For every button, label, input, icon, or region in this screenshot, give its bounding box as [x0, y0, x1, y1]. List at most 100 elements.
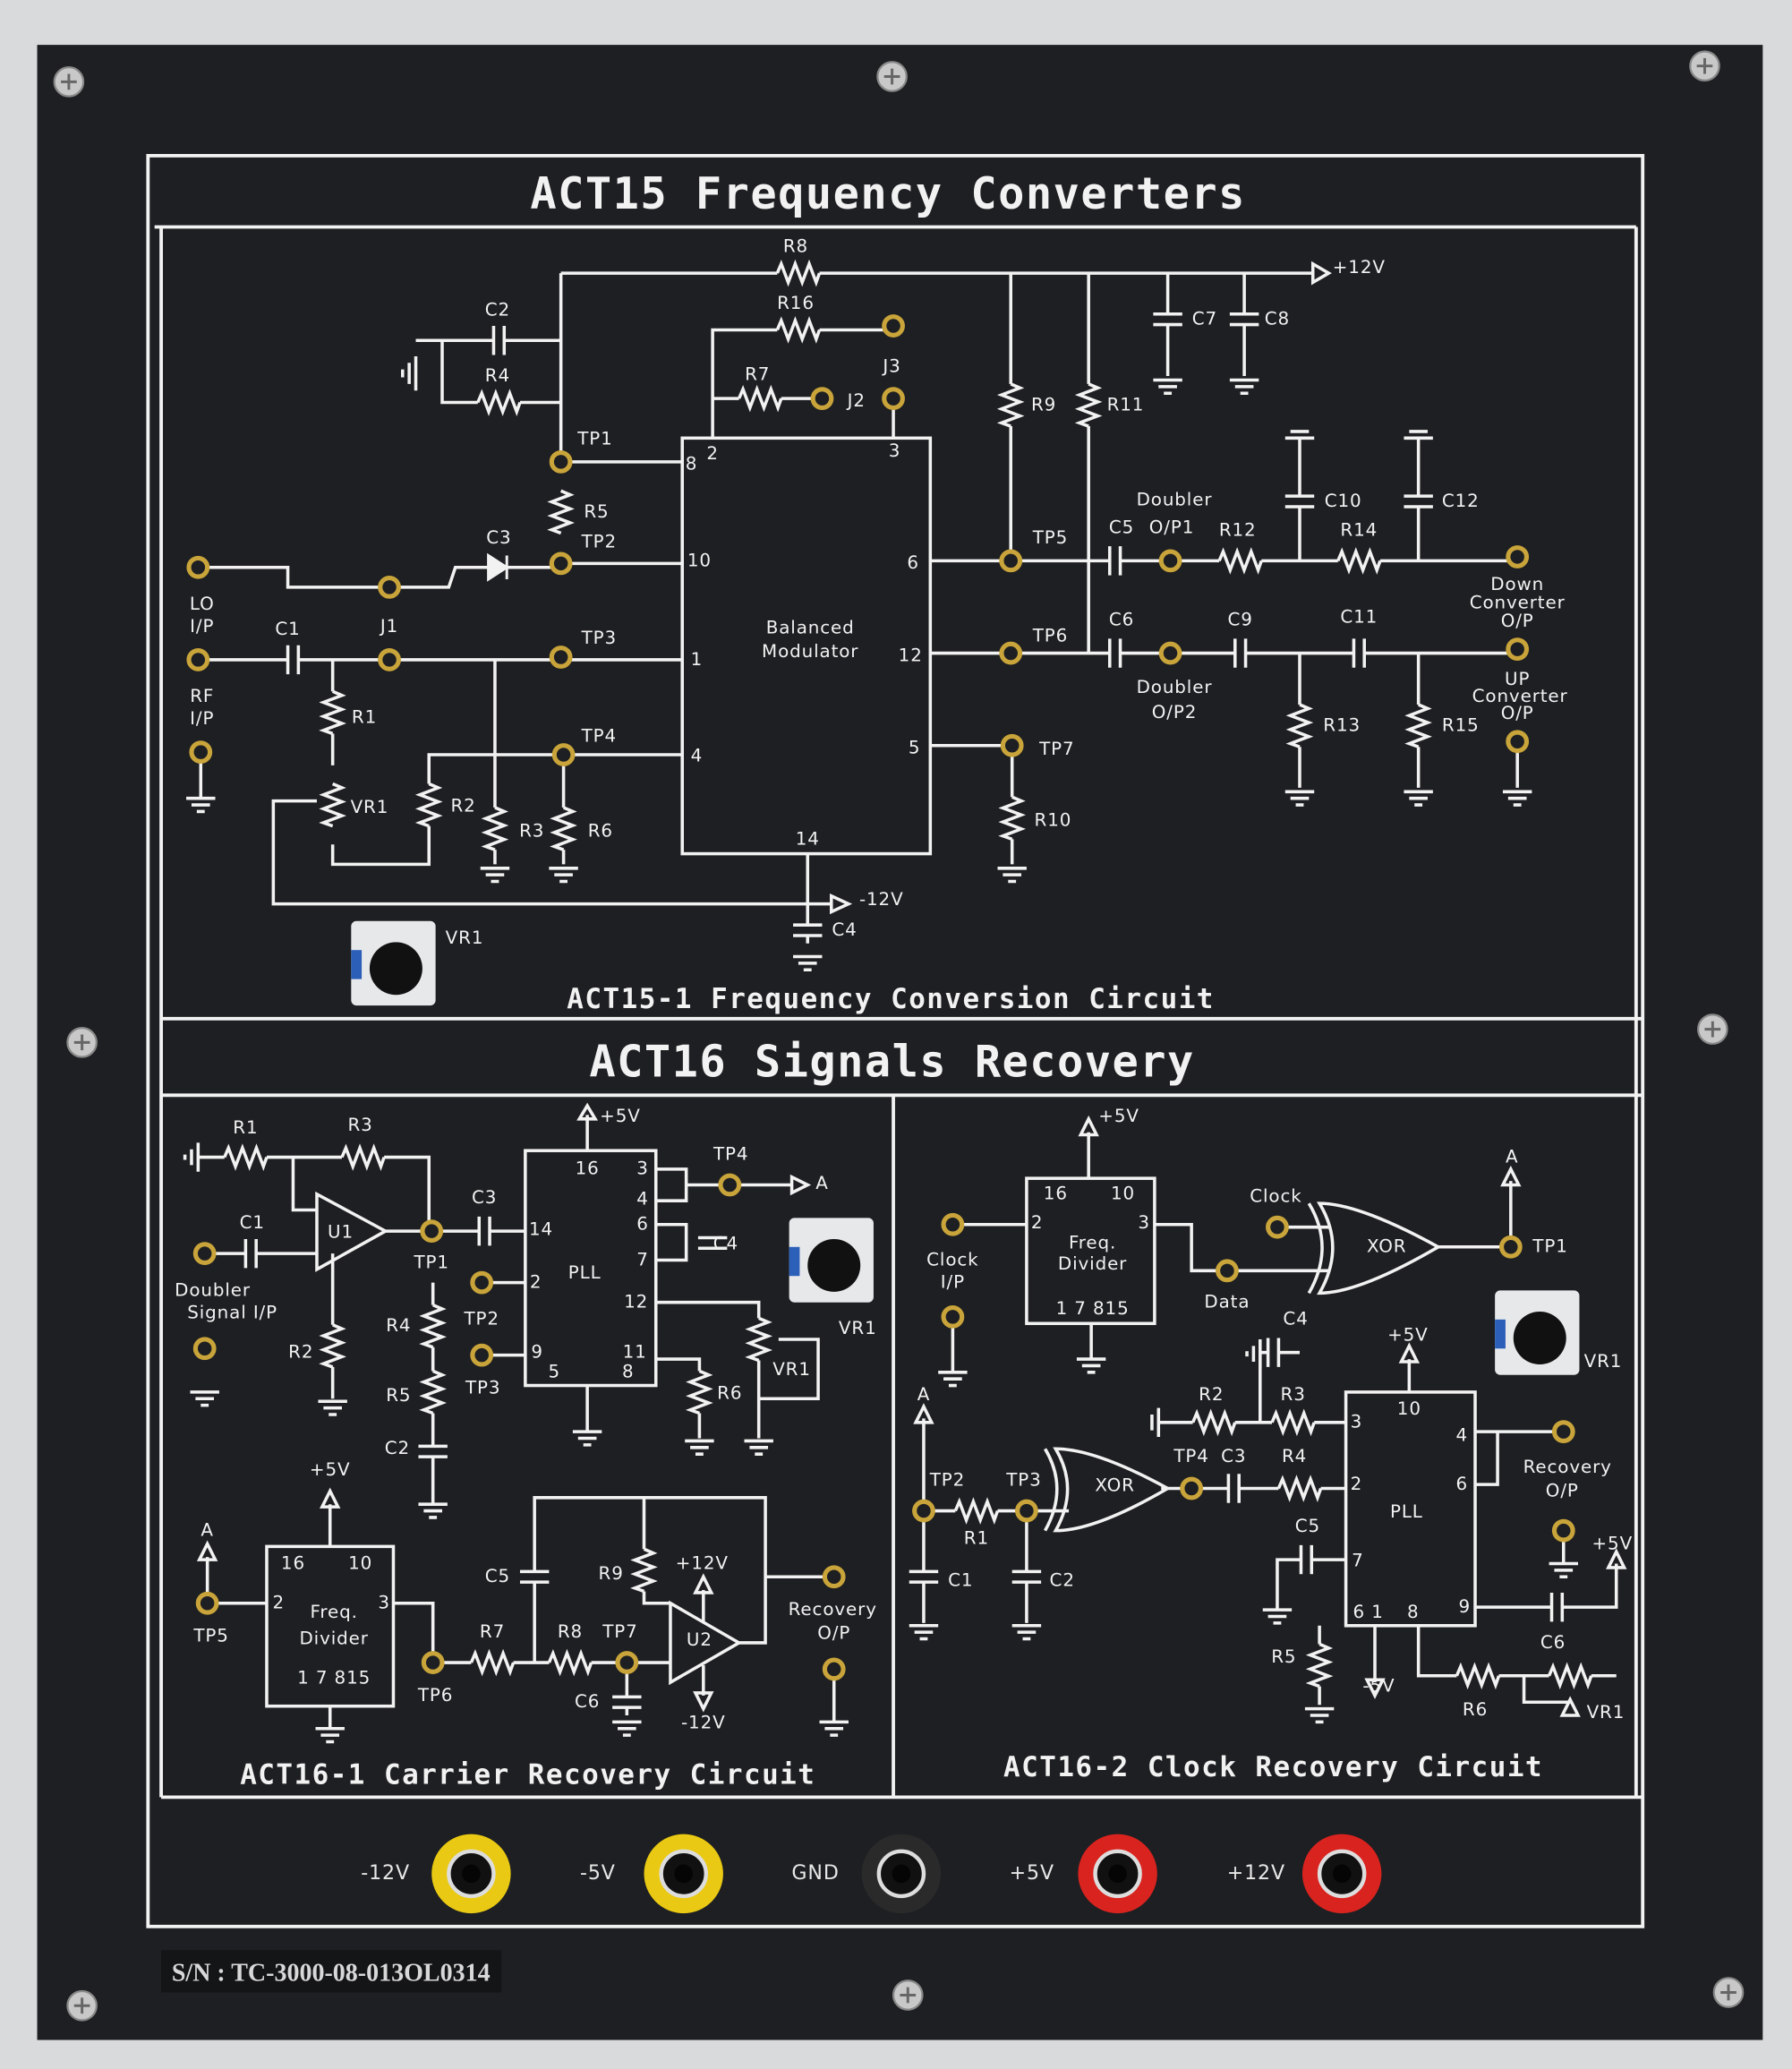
test-point-terminal[interactable] [941, 1212, 965, 1236]
resistor-symbol [319, 782, 346, 828]
potentiometer-knob[interactable] [351, 920, 436, 1006]
component-label: R6 [588, 820, 613, 841]
component-label: Down [1490, 574, 1544, 594]
test-point-terminal[interactable] [551, 743, 576, 766]
resistor-symbol [745, 1316, 773, 1363]
test-point-terminal[interactable] [195, 1591, 219, 1615]
component-label: Freq. [1069, 1232, 1116, 1253]
component-label: +5V [600, 1106, 641, 1126]
component-label: Signal I/P [187, 1302, 277, 1322]
component-label: LO [190, 594, 215, 614]
ground-symbol [1076, 1357, 1106, 1374]
component-label: 3 [1351, 1412, 1363, 1432]
test-point-terminal[interactable] [192, 1337, 217, 1361]
component-label: R4 [1282, 1446, 1307, 1466]
test-point-terminal[interactable] [189, 740, 213, 764]
resistor-symbol [419, 1369, 447, 1415]
test-point-terminal[interactable] [186, 648, 210, 671]
test-point-terminal[interactable] [378, 648, 401, 671]
component-label: R1 [233, 1117, 258, 1138]
screw-icon [1696, 1013, 1728, 1045]
resistor-symbol [319, 1323, 346, 1369]
component-label: R10 [1035, 810, 1072, 831]
test-point-terminal[interactable] [470, 1343, 494, 1367]
test-point-terminal[interactable] [1506, 730, 1530, 754]
component-label: R6 [1463, 1699, 1488, 1720]
resistor-symbol [547, 1648, 593, 1677]
test-point-terminal[interactable] [549, 551, 573, 576]
test-point-terminal[interactable] [186, 555, 210, 579]
test-point-terminal[interactable] [421, 1651, 445, 1674]
diode-symbol [487, 552, 509, 582]
test-point-terminal[interactable] [1551, 1420, 1575, 1444]
potentiometer-knob[interactable] [789, 1218, 874, 1303]
test-point-terminal[interactable] [912, 1499, 935, 1523]
test-point-terminal[interactable] [882, 314, 905, 338]
test-point-terminal[interactable] [1498, 1235, 1523, 1259]
component-label: 3 [378, 1593, 390, 1613]
capacitor-symbol [1226, 1474, 1241, 1503]
power-jack-label: +5V [1010, 1861, 1054, 1885]
test-point-terminal[interactable] [1000, 733, 1024, 757]
test-point-terminal[interactable] [420, 1219, 444, 1244]
test-point-terminal[interactable] [822, 1657, 846, 1681]
component-label: C6 [1540, 1632, 1566, 1653]
ground-symbol [1229, 378, 1259, 395]
component-label: R1 [964, 1527, 989, 1548]
component-label: C8 [1265, 309, 1290, 329]
component-label: C3 [486, 527, 511, 548]
test-point-terminal[interactable] [1015, 1499, 1038, 1523]
test-point-terminal[interactable] [718, 1173, 742, 1197]
power-jack-5v[interactable] [644, 1834, 723, 1914]
component-label: 7 [636, 1249, 649, 1270]
test-point-terminal[interactable] [822, 1565, 846, 1589]
test-point-terminal[interactable] [1216, 1259, 1239, 1283]
component-label: +5V [310, 1459, 351, 1480]
test-point-terminal[interactable] [1506, 637, 1530, 662]
component-label: TP1 [413, 1252, 448, 1272]
capacitor-symbol [909, 1569, 939, 1584]
power-jack-12v[interactable] [431, 1834, 511, 1914]
component-label: J2 [846, 390, 866, 411]
component-label: 10 [348, 1552, 372, 1573]
component-label: 8 [686, 454, 698, 475]
power-jack-12v[interactable] [1301, 1834, 1382, 1914]
test-point-terminal[interactable] [549, 449, 573, 474]
component-label: Clock [926, 1249, 978, 1270]
resistor-symbol [685, 1369, 713, 1415]
component-label: 8 [622, 1362, 635, 1382]
component-label: A [1506, 1146, 1518, 1167]
potentiometer-knob[interactable] [1495, 1290, 1580, 1375]
test-point-terminal[interactable] [1506, 545, 1530, 569]
ground-symbol [938, 1371, 968, 1388]
component-label: 5 [549, 1362, 561, 1382]
resistor-symbol [996, 382, 1025, 428]
test-point-terminal[interactable] [999, 641, 1023, 665]
test-point-terminal[interactable] [999, 549, 1023, 573]
test-point-terminal[interactable] [882, 387, 905, 410]
test-point-terminal[interactable] [1551, 1518, 1575, 1543]
test-point-terminal[interactable] [470, 1270, 494, 1295]
test-point-terminal[interactable] [810, 387, 834, 410]
power-jack-gnd[interactable] [861, 1834, 942, 1914]
test-point-terminal[interactable] [1266, 1215, 1289, 1239]
test-point-terminal[interactable] [1158, 641, 1182, 665]
capacitor-symbol [793, 923, 823, 937]
component-label: 3 [1138, 1212, 1150, 1233]
test-point-terminal[interactable] [1180, 1476, 1204, 1500]
test-point-terminal[interactable] [549, 645, 573, 669]
component-label: J3 [881, 356, 900, 377]
component-label: 16 [576, 1158, 600, 1179]
power-jack-5v[interactable] [1078, 1834, 1157, 1914]
test-point-terminal[interactable] [1158, 549, 1182, 573]
component-label: J1 [379, 616, 398, 637]
test-point-terminal[interactable] [941, 1305, 965, 1329]
test-point-terminal[interactable] [192, 1242, 217, 1266]
test-point-terminal[interactable] [378, 575, 401, 599]
component-label: TP5 [1032, 527, 1068, 548]
test-point-terminal[interactable] [615, 1651, 639, 1674]
component-label: R2 [1199, 1384, 1224, 1405]
component-label: Clock [1250, 1186, 1301, 1207]
component-label: 1 [691, 649, 704, 670]
component-label: TP7 [1038, 739, 1074, 759]
